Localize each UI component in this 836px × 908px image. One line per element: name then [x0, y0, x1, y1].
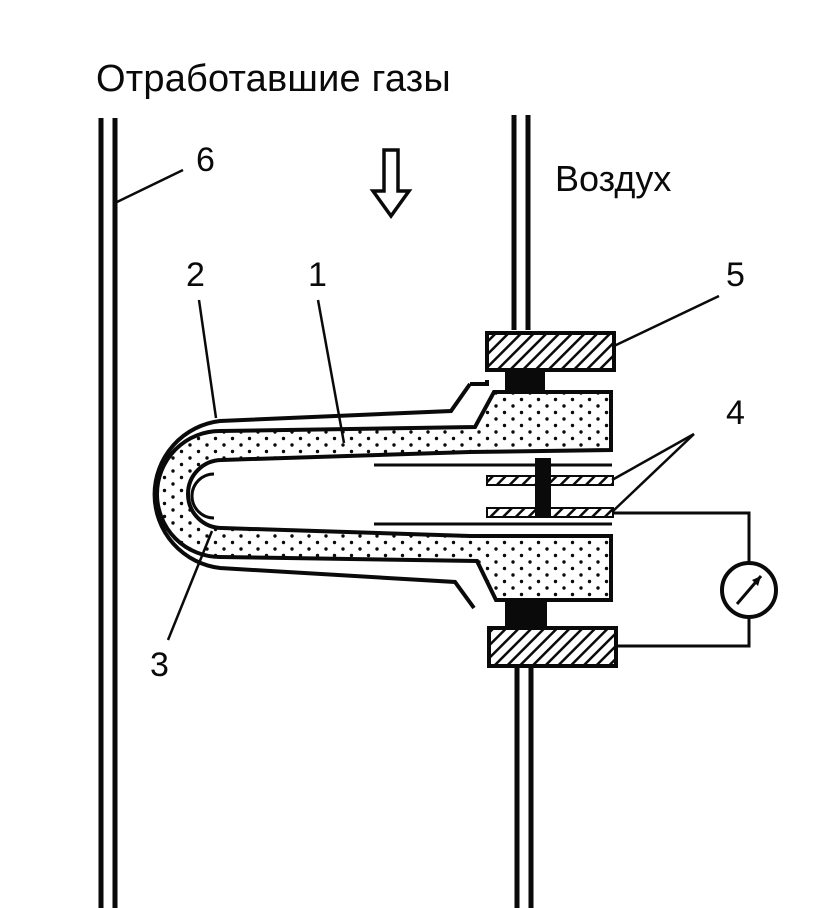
exhaust-gases-title: Отработавшие газы [96, 58, 451, 100]
measuring-circuit [613, 511, 751, 648]
exhaust-pipe-left-wall [98, 118, 118, 908]
contact-strips [374, 458, 614, 526]
callout-3: 3 [150, 646, 169, 684]
leader-1 [316, 299, 346, 444]
inner-electrode [190, 472, 215, 520]
leader-4a [611, 432, 695, 482]
gaskets [505, 370, 547, 628]
callout-2: 2 [186, 256, 205, 294]
callout-1: 1 [308, 256, 327, 294]
gauge-icon [720, 561, 778, 619]
callout-4: 4 [726, 394, 745, 432]
leader-4b [611, 433, 695, 513]
callout-6: 6 [196, 141, 215, 179]
housing-bottom [487, 626, 618, 668]
leader-5 [613, 294, 720, 348]
ceramic-body [155, 390, 613, 602]
exhaust-pipe-right-wall [511, 115, 534, 908]
protective-layer [152, 380, 489, 610]
leader-6 [116, 168, 184, 204]
leader-lines [116, 168, 720, 641]
callout-5: 5 [726, 256, 745, 294]
leader-3 [166, 530, 214, 641]
hollow-down-arrow-icon [369, 148, 413, 219]
air-label: Воздух [555, 158, 672, 199]
housing-top [485, 331, 616, 372]
leader-2 [197, 299, 218, 419]
